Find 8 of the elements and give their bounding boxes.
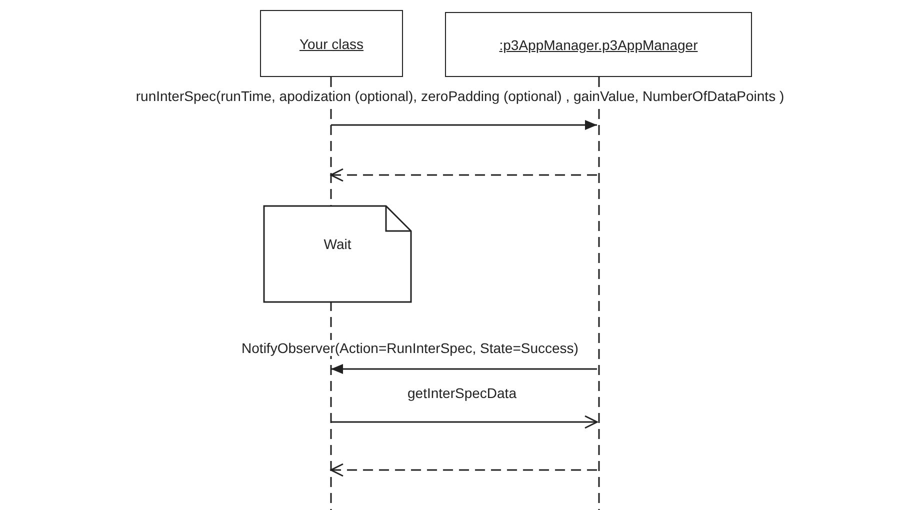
message-label: runInterSpec(runTime, apodization (optional), zeroPadding (optional) , gainValue, NumberOfDataPoints ) — [134, 88, 786, 104]
message-arrow — [331, 415, 598, 429]
message-label: getInterSpecData — [406, 385, 518, 401]
message-label: NotifyObserver(Action=RunInterSpec, State=Success) — [240, 340, 580, 356]
message-arrow — [331, 120, 597, 130]
return-arrow — [330, 168, 597, 182]
message-arrow — [331, 364, 597, 374]
return-arrow — [330, 463, 597, 477]
